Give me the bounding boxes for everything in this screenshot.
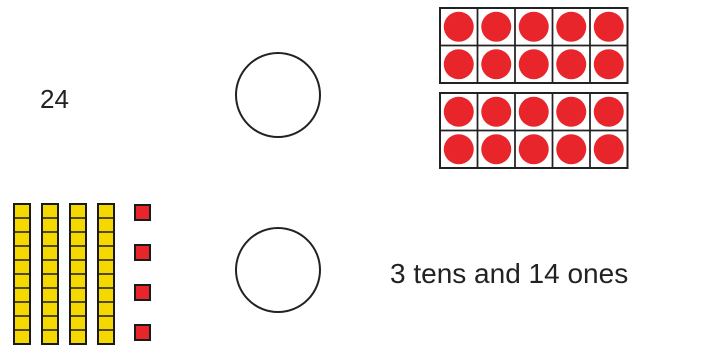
- tens-and-ones-text: 3 tens and 14 ones: [390, 258, 628, 289]
- counter-dot: [594, 97, 624, 127]
- counter-dot: [519, 97, 549, 127]
- counter-dot: [481, 49, 511, 79]
- counter-dot: [481, 12, 511, 42]
- counter-dot: [519, 12, 549, 42]
- compare-circle-2[interactable]: [236, 228, 320, 312]
- one-cube: [135, 325, 150, 340]
- counter-dot: [556, 97, 586, 127]
- counter-dot: [594, 49, 624, 79]
- ten-rod: [98, 204, 114, 344]
- one-cube: [135, 205, 150, 220]
- one-cube: [135, 245, 150, 260]
- counter-dot: [481, 97, 511, 127]
- ten-frames: [440, 8, 628, 168]
- counter-dot: [444, 49, 474, 79]
- compare-circle-1[interactable]: [236, 53, 320, 137]
- ten-rod: [70, 204, 86, 344]
- counter-dot: [556, 12, 586, 42]
- counter-dot: [444, 134, 474, 164]
- counter-dot: [519, 49, 549, 79]
- counter-dot: [444, 12, 474, 42]
- counter-dot: [556, 134, 586, 164]
- counter-dot: [594, 134, 624, 164]
- counter-dot: [444, 97, 474, 127]
- ten-frame: [440, 8, 628, 83]
- number-24: 24: [40, 84, 69, 114]
- ten-rod: [42, 204, 58, 344]
- counter-dot: [594, 12, 624, 42]
- counter-dot: [481, 134, 511, 164]
- base-ten-blocks: [14, 204, 150, 344]
- counter-dot: [556, 49, 586, 79]
- ten-frame: [440, 93, 628, 168]
- one-cube: [135, 285, 150, 300]
- ten-rod: [14, 204, 30, 344]
- counter-dot: [519, 134, 549, 164]
